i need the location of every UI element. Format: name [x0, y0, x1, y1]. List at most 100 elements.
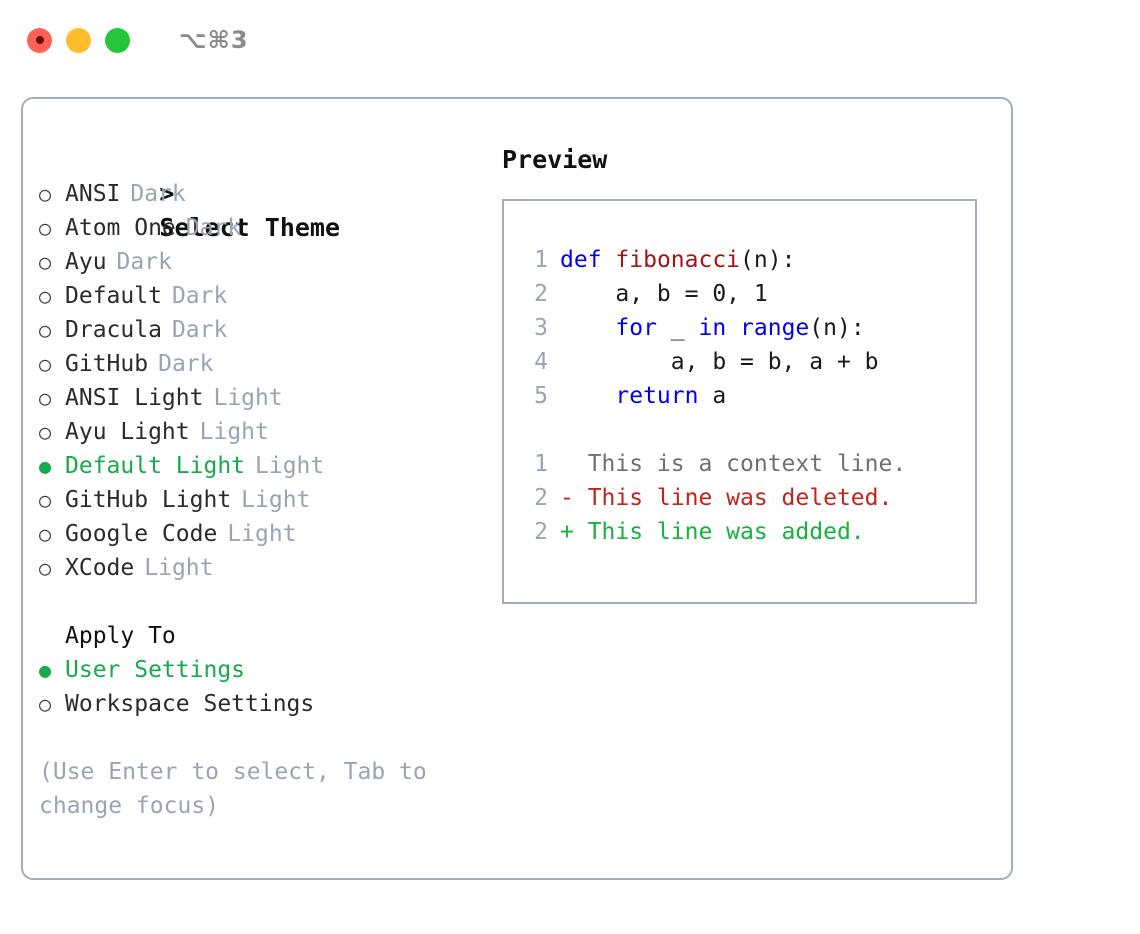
code-token: range — [740, 315, 810, 341]
code-token: a — [698, 383, 727, 409]
apply-to-option-label: User Settings — [65, 657, 246, 683]
close-button[interactable] — [27, 27, 52, 53]
code-token: fibonacci — [615, 247, 741, 273]
theme-variant-badge: Light — [144, 555, 214, 581]
theme-option-label: GitHub — [65, 351, 149, 377]
select-theme-heading: > Select Theme — [39, 143, 479, 242]
keyboard-shortcut-label: ⌥⌘3 — [179, 26, 249, 54]
apply-to-option-user-settings[interactable]: ● User Settings — [39, 653, 479, 687]
theme-option-label: Dracula — [65, 317, 162, 343]
diff-line-number: 1 — [534, 451, 548, 477]
radio-unselected-icon: ○ — [39, 692, 52, 716]
code-line-text: a, b = b, a + b — [560, 345, 879, 379]
radio-unselected-icon: ○ — [39, 182, 52, 206]
theme-option-atom-one[interactable]: ○ Atom One Dark — [39, 211, 479, 245]
diff-line-number: 2 — [534, 519, 548, 545]
list-spacer — [39, 585, 479, 619]
code-line-number: 4 — [534, 349, 548, 375]
diff-line-add: 2 + This line was added. — [516, 515, 975, 549]
code-token: (n): — [740, 247, 796, 273]
apply-to-option-workspace-settings[interactable]: ○ Workspace Settings — [39, 687, 479, 721]
diff-sample: 1 This is a context line.2- This line wa… — [516, 447, 975, 549]
select-theme-title: Select Theme — [159, 213, 341, 242]
theme-variant-badge: Light — [199, 419, 269, 445]
theme-option-ayu-light[interactable]: ○ Ayu Light Light — [39, 415, 479, 449]
code-line: 4 a, b = b, a + b — [516, 345, 975, 379]
traffic-lights — [27, 27, 130, 53]
theme-variant-badge: Light — [227, 521, 297, 547]
minimize-button[interactable] — [66, 27, 91, 53]
radio-unselected-icon: ○ — [39, 284, 52, 308]
code-token: a, b = b, a + b — [560, 349, 879, 375]
code-token — [726, 315, 740, 341]
theme-option-label: ANSI — [65, 181, 121, 207]
theme-variant-badge: Light — [241, 487, 311, 513]
radio-unselected-icon: ○ — [39, 488, 52, 512]
theme-option-label: Ayu — [65, 249, 107, 275]
diff-line-context: 1 This is a context line. — [516, 447, 975, 481]
title-bar: ⌥⌘3 — [0, 0, 1140, 80]
theme-variant-badge: Dark — [171, 317, 228, 343]
code-line-text: return a — [560, 379, 726, 413]
caret-icon: > — [159, 179, 175, 208]
theme-option-label: Ayu Light — [65, 419, 190, 445]
radio-unselected-icon: ○ — [39, 420, 52, 444]
diff-line-number: 2 — [534, 485, 548, 511]
theme-option-github-light[interactable]: ○ GitHub Light Light — [39, 483, 479, 517]
diff-line-delete: 2- This line was deleted. — [516, 481, 975, 515]
radio-unselected-icon: ○ — [39, 352, 52, 376]
apply-to-option-list: ● User Settings ○ Workspace Settings — [39, 653, 479, 721]
code-line-number: 1 — [534, 247, 548, 273]
code-line-number: 3 — [534, 315, 548, 341]
code-line: 2 a, b = 0, 1 — [516, 277, 975, 311]
code-token: for — [615, 315, 657, 341]
code-line: 5 return a — [516, 379, 975, 413]
theme-option-label: Google Code — [65, 521, 218, 547]
code-token: return — [615, 383, 699, 409]
theme-variant-badge: Dark — [171, 283, 228, 309]
theme-option-default[interactable]: ○ Default Dark — [39, 279, 479, 313]
keyboard-hint-text: (Use Enter to select, Tab to change focu… — [39, 759, 441, 819]
theme-option-label: Default Light — [65, 453, 246, 479]
apply-to-heading: Apply To — [65, 623, 176, 649]
code-line-text: a, b = 0, 1 — [560, 277, 768, 311]
theme-variant-badge: Dark — [130, 181, 186, 207]
theme-option-label: XCode — [65, 555, 135, 581]
maximize-button[interactable] — [105, 27, 130, 53]
diff-line-text: + This line was added. — [560, 519, 865, 545]
code-line: 3 for _ in range(n): — [516, 311, 975, 345]
diff-line-text: This is a context line. — [560, 451, 907, 477]
code-token: a, b = 0, 1 — [560, 281, 768, 307]
theme-option-label: GitHub Light — [65, 487, 232, 513]
code-diff-separator — [516, 413, 975, 447]
code-token: (n): — [809, 315, 865, 341]
apply-to-option-label: Workspace Settings — [65, 691, 315, 717]
code-token — [560, 315, 615, 341]
theme-option-label: Default — [65, 283, 162, 309]
code-token — [560, 383, 615, 409]
theme-option-google-code[interactable]: ○ Google Code Light — [39, 517, 479, 551]
code-line-number: 2 — [534, 281, 548, 307]
code-token: _ — [656, 315, 699, 341]
radio-selected-icon: ● — [39, 658, 52, 682]
theme-variant-badge: Dark — [116, 249, 172, 275]
radio-unselected-icon: ○ — [39, 216, 52, 240]
theme-variant-badge: Dark — [185, 215, 242, 241]
theme-option-label: ANSI Light — [65, 385, 204, 411]
radio-unselected-icon: ○ — [39, 522, 52, 546]
theme-option-ansi[interactable]: ○ ANSI Dark — [39, 177, 479, 211]
theme-option-label: Atom One — [65, 215, 176, 241]
